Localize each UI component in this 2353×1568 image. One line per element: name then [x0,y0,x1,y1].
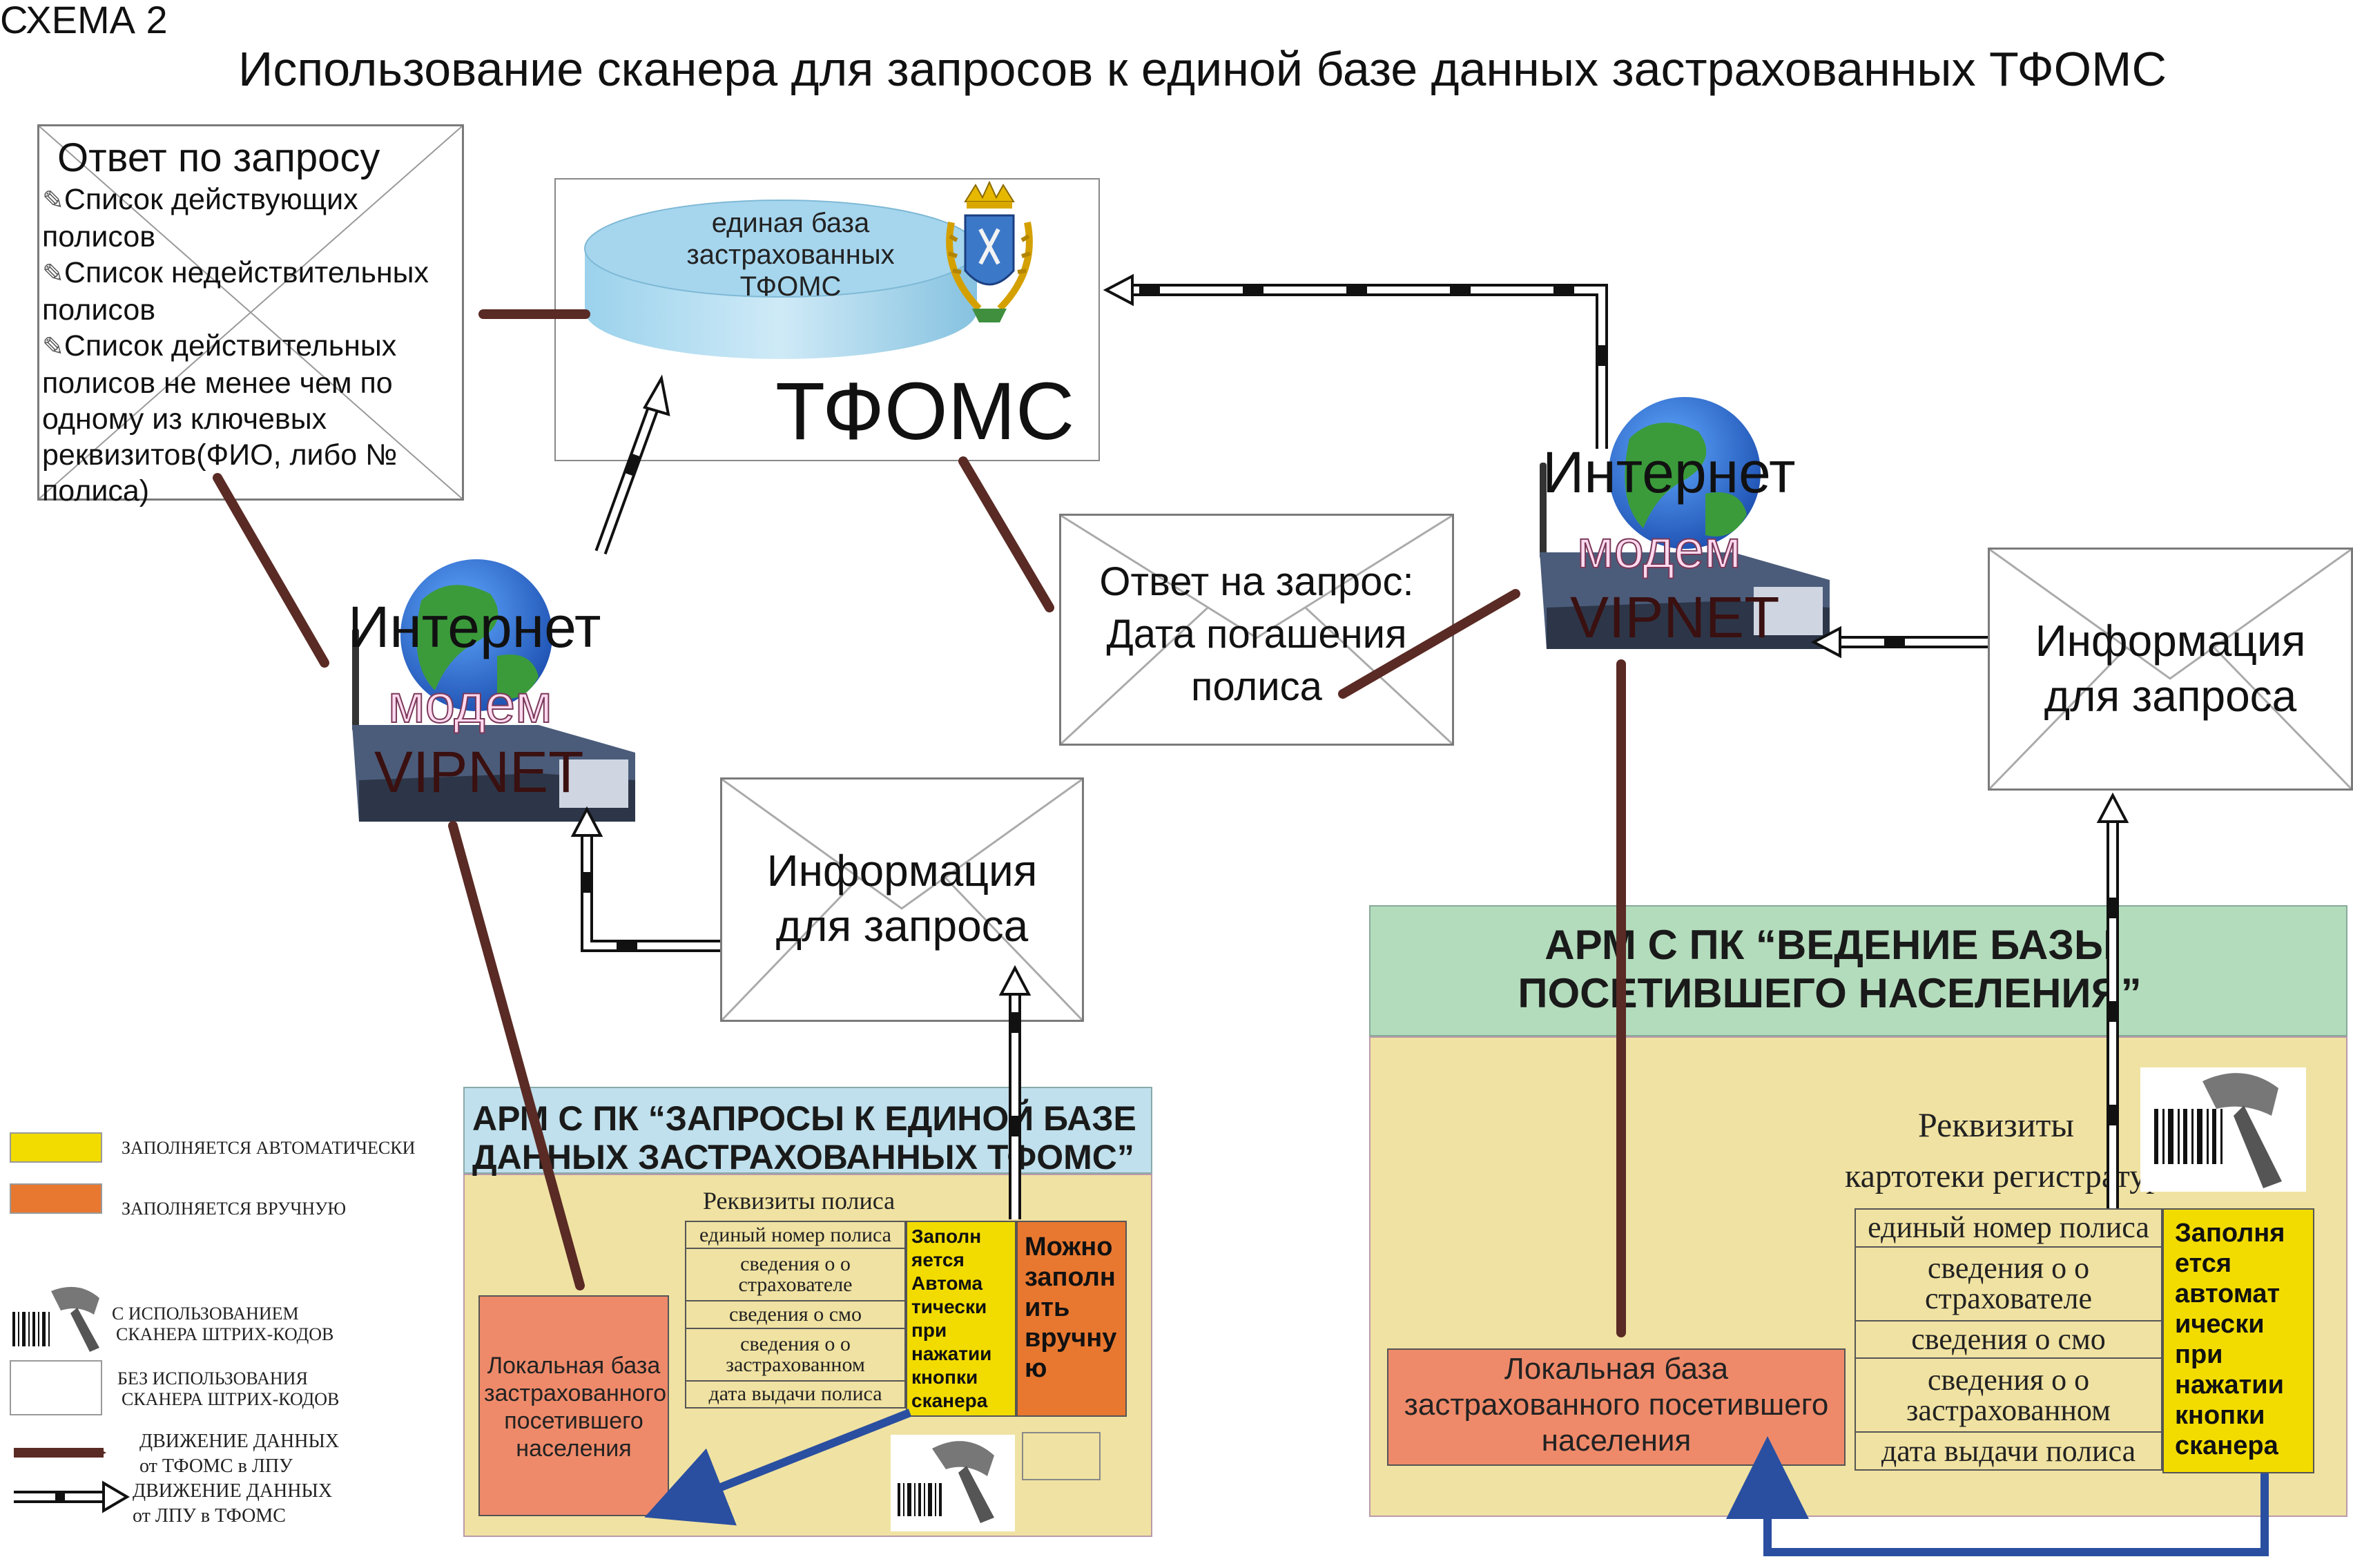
table-row: дата выдачи полиса [685,1380,906,1409]
arm-right-header [1369,905,2347,1036]
legend-label-without-scanner-1: БЕЗ ИСПОЛЬЗОВАНИЯ [117,1368,308,1388]
table-row: сведения о о застрахованном [685,1327,906,1382]
legend-swatch-manual [10,1183,102,1214]
response-item: ✎Список действительных полисов не менее … [42,329,398,507]
info-envelope-left-text: Информация для запроса [766,846,1038,951]
legend-label-auto: ЗАПОЛНЯЕТСЯ АВТОМАТИЧЕСКИ [122,1138,416,1158]
modem-right-line2: модем [1576,518,1742,580]
arm-right-requisites-table: единый номер полиса сведения о о страхов… [1855,1208,2162,1471]
legend-scanner-icon [12,1286,99,1352]
modem-left-line1: Интернет [348,594,601,659]
arm-right-local-db: Локальная база застрахованного посетивше… [1387,1348,1846,1466]
pencil-icon: ✎ [42,260,64,289]
answer-envelope-text: Ответ на запрос: Дата погашения полиса [1099,559,1414,709]
modem-right-line3: VIPNET [1570,585,1780,650]
tfoms-box: единая база застрахованных ТФОМС ТФОМС [554,178,1100,461]
legend-label-flow-to-tfoms-2: от ЛПУ в ТФОМС [133,1505,286,1527]
arm-left-title: АРМ С ПК “ЗАПРОСЫ К ЕДИНОЙ БАЗЕ ДАННЫХ З… [472,1099,1136,1177]
scan-button[interactable] [1022,1432,1101,1480]
legend-label-without-scanner-2: СКАНЕРА ШТРИХ-КОДОВ [122,1389,340,1409]
legend-swatch-without-scanner [10,1360,102,1415]
table-row: сведения о смо [685,1300,906,1329]
arm-left-local-db: Локальная база застрахованного посетивше… [478,1295,669,1516]
legend-label-flow-to-tfoms-1: ДВИЖЕНИЕ ДАННЫХ [133,1480,333,1502]
tfoms-name: ТФОМС [775,366,1075,457]
arm-right-requisites-title-1: Реквизиты [1918,1105,2074,1144]
barcode-scanner-icon [891,1435,1015,1531]
table-row: единый номер полиса [1855,1208,2162,1248]
response-title: Ответ по запросу [57,135,380,180]
table-row: сведения о о страхователе [685,1248,906,1302]
barcode-scanner-icon [2140,1067,2306,1192]
modem-right-line1: Интернет [1542,440,1796,505]
arm-right-title: АРМ С ПК “ВЕДЕНИЕ БАЗЫ ПОСЕТИВШЕГО НАСЕЛ… [1518,922,2142,1016]
arm-left-manual-fill: Можно заполн ить вручну ю [1016,1221,1127,1417]
table-row: единый номер полиса [685,1220,906,1250]
modem-left-line2: модем [387,672,553,735]
page-title: Использование сканера для запросов к еди… [238,42,2167,96]
response-box: Ответ по запросу ✎Список действующих пол… [37,124,464,507]
arrow-info-left-to-modem [581,829,720,952]
modem-left: Интернет модем VIPNET [331,552,649,829]
legend-swatch-auto [10,1132,102,1163]
database-label: единая база застрахованных ТФОМС [686,208,895,302]
legend-label-manual: ЗАПОЛНЯЕТСЯ ВРУЧНУЮ [122,1199,347,1219]
response-item: ✎Список действующих полисов [42,183,358,253]
arrow-tfoms-to-answer [958,456,1054,612]
legend-label-with-scanner-1: С ИСПОЛЬЗОВАНИЕМ [112,1304,299,1324]
arm-left-requisites-table: единый номер полиса сведения о о страхов… [685,1220,906,1409]
info-envelope-right-text: Информация для запроса [2035,616,2306,721]
table-row: сведения о о застрахованном [1855,1357,2162,1433]
response-item: ✎Список недействительных полисов [42,256,429,327]
arm-right-requisites-title-2: картотеки регистратуры [1845,1158,2185,1194]
legend-label-flow-to-lpu-2: от ТФОМС в ЛПУ [139,1455,293,1477]
arm-left-requisites-title: Реквизиты полиса [703,1187,895,1214]
pencil-icon: ✎ [42,186,64,215]
globe-icon [1609,397,1761,549]
table-row: сведения о смо [1855,1319,2162,1359]
info-envelope-right: Информация для запроса [1988,548,2353,791]
info-envelope-left: Информация для запроса [720,777,1084,1022]
globe-icon [400,559,552,711]
answer-envelope: Ответ на запрос: Дата погашения полиса [1059,514,1454,746]
arm-left-auto-fill: Заполн яется Автома тически при нажатии … [906,1221,1016,1417]
modem-device-icon [352,628,635,822]
pencil-icon: ✎ [42,333,64,362]
saratov-coat-of-arms-icon [946,181,1033,322]
legend-label-flow-to-lpu-1: ДВИЖЕНИЕ ДАННЫХ [139,1431,340,1452]
modem-right: Интернет модем VIPNET [1526,394,1843,670]
table-row: сведения о о страхователе [1855,1246,2162,1322]
scheme-label: СХЕМА 2 [0,0,168,41]
legend-label-with-scanner-2: СКАНЕРА ШТРИХ-КОДОВ [116,1324,334,1344]
arm-right-auto-fill: Заполня ется автомат ически при нажатии … [2162,1208,2314,1473]
modem-left-line3: VIPNET [374,739,584,804]
table-row: дата выдачи полиса [1855,1431,2162,1471]
database-cylinder-icon [584,200,978,359]
